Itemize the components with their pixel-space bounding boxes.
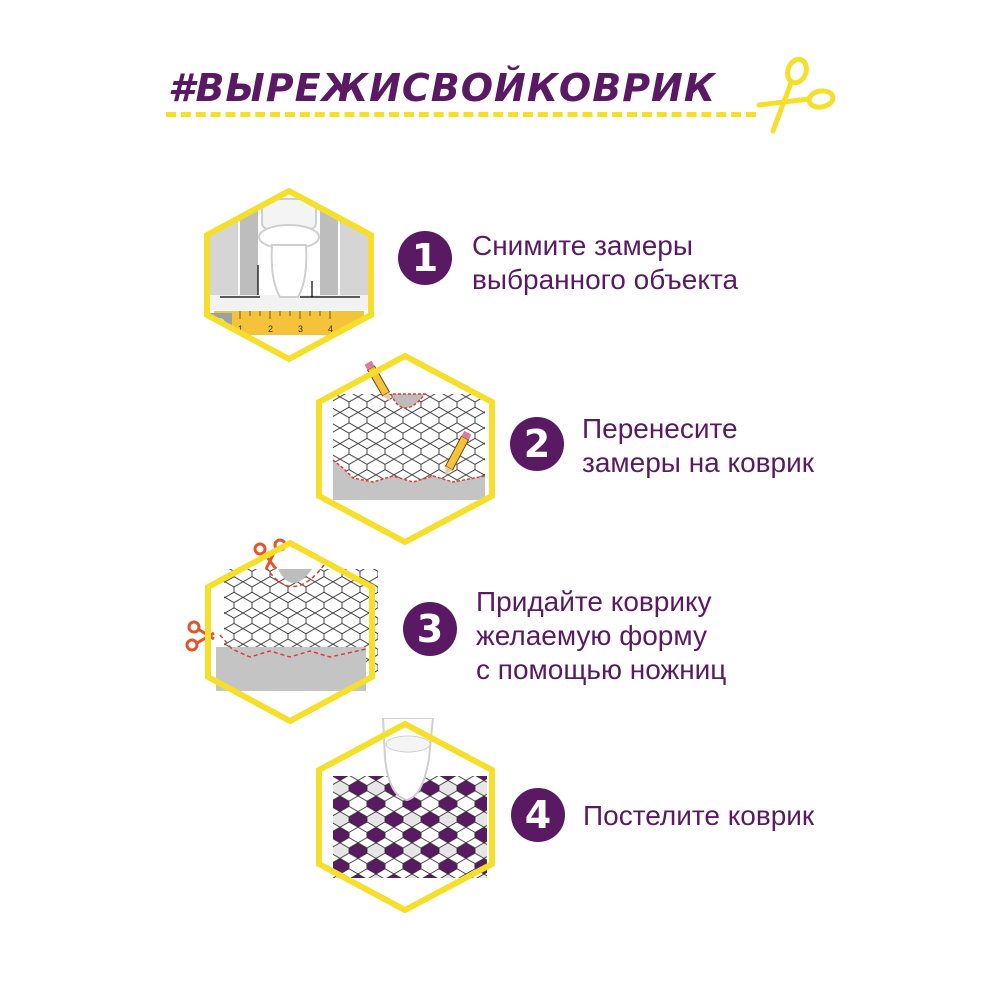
ruler-tick: 1	[238, 324, 243, 334]
step-text-line: Постелите коврик	[583, 800, 815, 831]
step-number-badge: 2	[510, 417, 564, 471]
step-text-line: Перенесите	[582, 413, 738, 444]
scissors-icon	[756, 56, 836, 134]
step-text-line: с помощью ножниц	[476, 654, 727, 685]
page-title: #ВЫРЕЖИСВОЙКОВРИК	[168, 66, 716, 110]
step-4-text: Постелите коврик	[583, 799, 814, 833]
step-1-text: Снимите замеры выбранного объекта	[472, 229, 738, 297]
step-text-line: Придайте коврику	[476, 586, 712, 617]
ruler-tick: 4	[328, 324, 333, 334]
step-number-badge: 4	[511, 788, 565, 842]
step-3-illustration	[185, 538, 378, 725]
step-4-illustration	[316, 718, 495, 913]
step-2-text: Перенесите замеры на коврик	[582, 412, 814, 480]
ruler-tick: 2	[268, 324, 273, 334]
ruler-tick: 3	[298, 324, 303, 334]
step-text-line: Снимите замеры	[472, 230, 694, 261]
step-3-text: Придайте коврику желаемую форму с помощь…	[476, 585, 726, 687]
step-text-line: выбранного объекта	[472, 264, 739, 295]
step-text-line: желаемую форму	[476, 620, 707, 651]
title-underline	[166, 112, 756, 117]
step-number-badge: 1	[398, 231, 452, 285]
step-2-illustration	[316, 352, 495, 546]
step-number-badge: 3	[403, 602, 457, 656]
step-text-line: замеры на коврик	[582, 447, 814, 478]
step-1-illustration: 1 2 3 4	[204, 187, 374, 363]
